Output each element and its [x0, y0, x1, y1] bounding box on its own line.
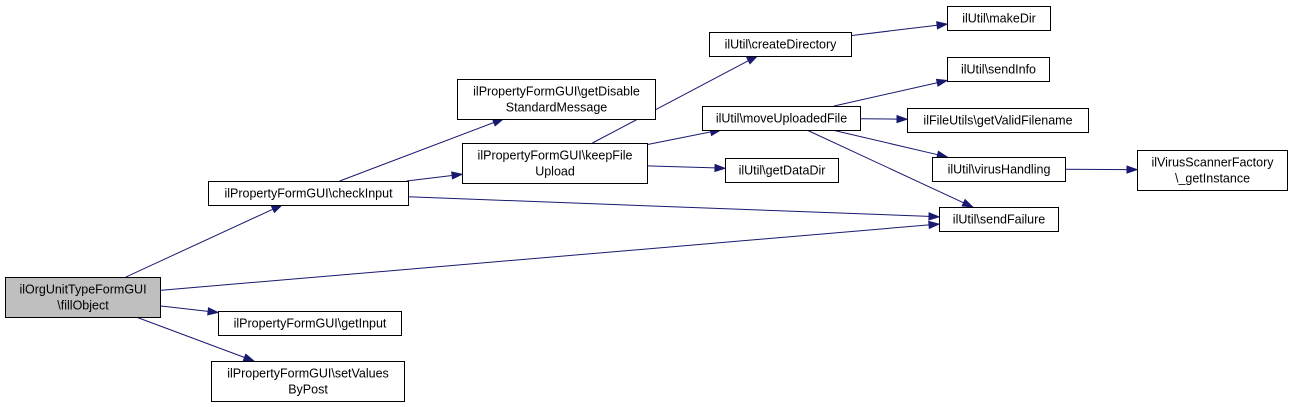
node-virus-handling[interactable]: ilUtil\virusHandling — [932, 157, 1066, 182]
arrow-head — [207, 307, 220, 316]
edges-layer — [125, 21, 1139, 362]
node-label-line: ilUtil\createDirectory — [725, 38, 838, 52]
nodes-layer: ilOrgUnitTypeFormGUI \fillObject ilPropert… — [5, 6, 1288, 402]
node-label-line: StandardMessage — [506, 101, 608, 115]
edge-line — [407, 196, 930, 217]
node-label-line: ilPropertyFormGUI\checkInput — [224, 187, 393, 201]
node-label-line: ilOrgUnitTypeFormGUI — [19, 283, 146, 297]
node-box — [907, 108, 1089, 133]
edge-line — [592, 60, 749, 144]
node-move-uploaded-file[interactable]: ilUtil\moveUploadedFile — [702, 106, 861, 131]
node-make-dir[interactable]: ilUtil\makeDir — [947, 6, 1051, 31]
node-box — [702, 106, 861, 131]
arrow-head — [451, 171, 464, 180]
node-box — [947, 57, 1050, 82]
node-label-line: ilUtil\virusHandling — [948, 163, 1051, 177]
edge-keep-file-upload-to-get-data-dir — [646, 163, 727, 173]
edge-fill-object-to-set-values-by-post — [135, 316, 256, 362]
arrow-head — [270, 204, 284, 214]
node-label-line: ilVirusScannerFactory — [1151, 156, 1274, 170]
arrow-head — [242, 353, 256, 362]
edge-line — [646, 131, 711, 146]
arrow-head — [1126, 165, 1139, 174]
arrow-head — [928, 220, 941, 230]
edge-line — [832, 129, 938, 156]
edge-line — [833, 82, 938, 107]
node-label-line: ilPropertyFormGUI\getDisable — [473, 85, 640, 99]
node-box — [939, 207, 1059, 232]
edge-line — [806, 129, 964, 204]
arrow-head — [714, 163, 727, 173]
edge-fill-object-to-send-failure — [159, 220, 941, 291]
node-label-line: ilFileUtils\getValidFilename — [923, 114, 1072, 128]
arrow-head — [935, 78, 949, 87]
node-box — [462, 143, 648, 184]
node-label-line: ilUtil\moveUploadedFile — [716, 112, 847, 126]
arrow-head — [896, 114, 909, 124]
edge-move-uploaded-file-to-virus-handling — [832, 129, 949, 159]
node-box — [211, 361, 405, 402]
node-send-failure[interactable]: ilUtil\sendFailure — [939, 207, 1059, 232]
edge-check-input-to-send-failure — [407, 196, 941, 221]
node-label-line: \_getInstance — [1175, 172, 1250, 186]
edge-line — [159, 224, 930, 291]
edge-line — [159, 305, 209, 312]
edge-virus-handling-to-get-instance — [1064, 165, 1139, 174]
edge-line — [125, 208, 274, 278]
node-box — [457, 79, 656, 120]
edge-line — [406, 175, 453, 182]
node-box — [218, 311, 402, 336]
node-box — [208, 181, 409, 206]
edge-fill-object-to-check-input — [125, 204, 284, 278]
edge-fill-object-to-get-input — [159, 305, 220, 316]
node-box — [709, 32, 852, 57]
node-box — [1137, 150, 1288, 191]
edge-check-input-to-get-disable-standard-message — [339, 118, 505, 182]
node-box — [947, 6, 1051, 31]
node-label-line: ByPost — [288, 383, 328, 397]
node-label-line: ilUtil\getDataDir — [739, 164, 826, 178]
node-send-info[interactable]: ilUtil\sendInfo — [947, 57, 1050, 82]
node-create-directory[interactable]: ilUtil\createDirectory — [709, 32, 852, 57]
node-label-line: ilUtil\makeDir — [962, 12, 1036, 26]
node-box — [932, 157, 1066, 182]
node-label-line: Upload — [535, 165, 575, 179]
node-label-line: ilUtil\sendFailure — [953, 213, 1045, 227]
node-check-input[interactable]: ilPropertyFormGUI\checkInput — [208, 181, 409, 206]
edge-check-input-to-keep-file-upload — [406, 171, 464, 182]
edge-create-directory-to-make-dir — [850, 21, 949, 37]
edge-move-uploaded-file-to-get-valid-filename — [859, 114, 909, 124]
arrow-head — [928, 212, 941, 221]
node-label-line: ilPropertyFormGUI\setValues — [227, 367, 389, 381]
edge-line — [339, 122, 495, 182]
edge-line — [850, 24, 938, 37]
arrow-head — [961, 198, 975, 208]
edge-move-uploaded-file-to-send-failure — [806, 129, 975, 208]
edge-line — [135, 316, 245, 358]
node-label-line: ilPropertyFormGUI\getInput — [234, 317, 387, 331]
node-get-valid-filename[interactable]: ilFileUtils\getValidFilename — [907, 108, 1089, 133]
node-get-instance[interactable]: ilVirusScannerFactory \_getInstance — [1137, 150, 1288, 191]
node-label-line: \fillObject — [57, 299, 109, 313]
node-label-line: ilPropertyFormGUI\keepFile — [478, 149, 633, 163]
node-box — [725, 158, 839, 183]
node-get-data-dir[interactable]: ilUtil\getDataDir — [725, 158, 839, 183]
node-label-line: ilUtil\sendInfo — [961, 63, 1036, 77]
node-fill-object[interactable]: ilOrgUnitTypeFormGUI \fillObject — [5, 277, 161, 318]
arrow-head — [746, 55, 759, 65]
edge-move-uploaded-file-to-send-info — [833, 78, 949, 107]
edge-line — [646, 165, 716, 169]
node-box — [5, 277, 161, 318]
node-get-disable-standard-message[interactable]: ilPropertyFormGUI\getDisableStandardMess… — [457, 79, 656, 120]
arrow-head — [936, 21, 949, 30]
node-get-input[interactable]: ilPropertyFormGUI\getInput — [218, 311, 402, 336]
arrow-head — [491, 118, 505, 127]
